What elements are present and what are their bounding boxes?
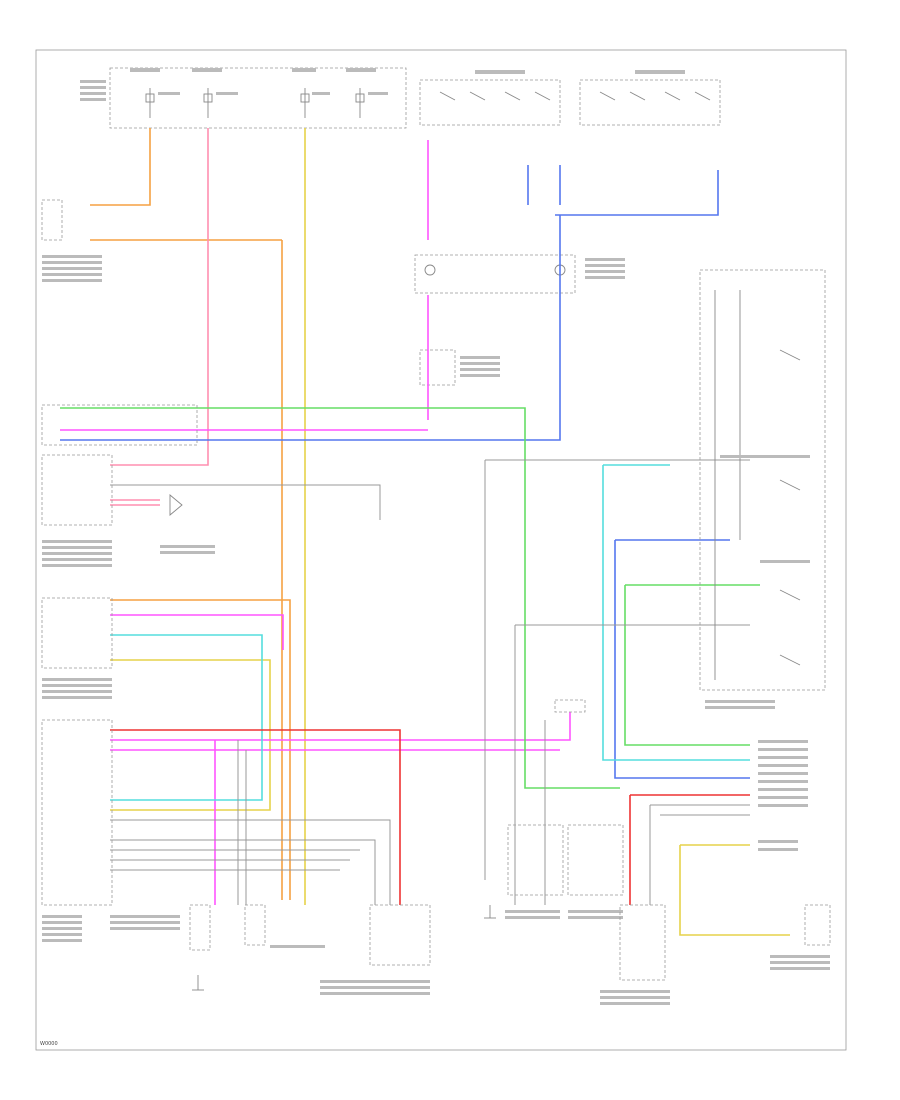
diagram-frame (35, 49, 847, 1051)
connector-bottom-left (110, 904, 325, 951)
wire-pink (110, 128, 209, 506)
fuse-block-top (80, 67, 407, 129)
module-bottom-right (600, 904, 670, 1005)
module-left-main (41, 719, 113, 942)
module-right-control (699, 269, 826, 709)
terminal-labels-right (758, 740, 808, 851)
figure-id: W0000 (40, 1041, 58, 1047)
module-center-top (419, 349, 500, 386)
connector-left-mid (41, 404, 198, 446)
seat-motor-right (567, 824, 624, 919)
switch-block-right-front (419, 70, 561, 126)
actuator-right-front (414, 254, 625, 294)
wire-yellow (110, 128, 790, 936)
module-left-top (41, 199, 102, 282)
wire-gray (110, 459, 750, 905)
switch-block-left-front (579, 70, 721, 126)
wire-green (60, 407, 760, 789)
sensor-right-bottom (770, 904, 831, 970)
ground-bottom (192, 905, 496, 991)
wire-red (110, 729, 750, 905)
connector-bottom-center (320, 904, 431, 995)
wire-cyan (110, 464, 750, 801)
connector-stack-center (554, 699, 586, 713)
wire-blue (60, 165, 750, 779)
module-left-lower (41, 597, 113, 699)
wire-magenta (60, 140, 571, 905)
wire-orange (90, 128, 291, 900)
seat-motor-left (505, 824, 564, 919)
module-left-seat (41, 454, 215, 567)
